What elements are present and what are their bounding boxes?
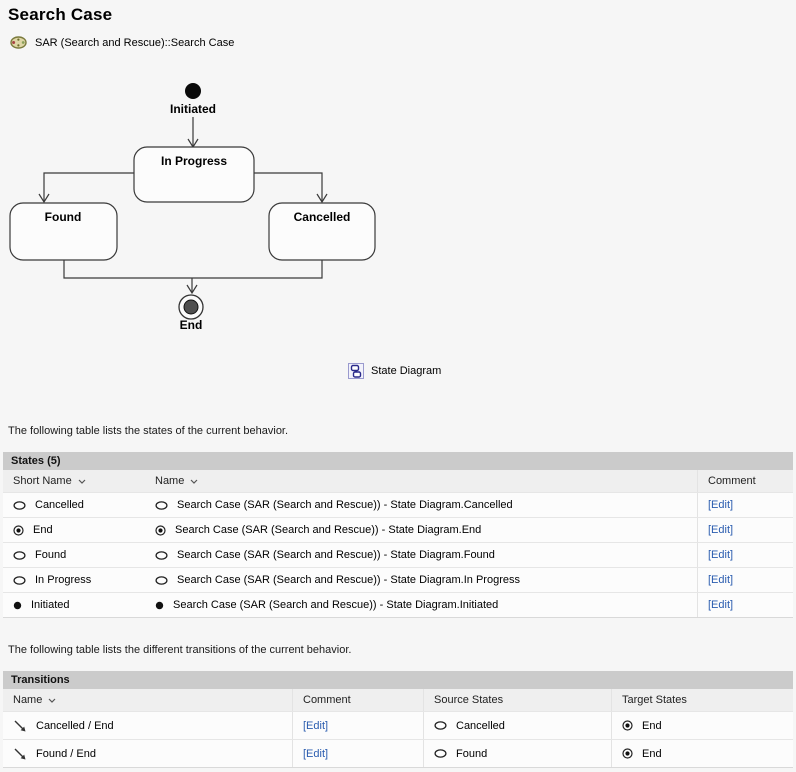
state-icon [155, 575, 168, 585]
transitions-table: Transitions Name Comment Source States T… [3, 671, 793, 768]
final-state-icon [13, 524, 24, 536]
edit-link[interactable]: [Edit] [708, 499, 734, 511]
states-table: States (5) Short Name Name Comment Cance… [3, 452, 793, 618]
state-label-in-progress: In Progress [161, 154, 227, 168]
table-row: Cancelled / End [Edit] Cancelled End [3, 711, 793, 739]
table-row: Found Search Case (SAR (Search and Rescu… [3, 542, 793, 567]
final-state-icon [622, 720, 633, 731]
final-state-icon [155, 524, 166, 536]
final-state-node-inner [183, 299, 199, 315]
state-diagram-canvas: Initiated In Progress Found Cancelled En… [9, 83, 376, 332]
edit-link[interactable]: [Edit] [708, 574, 734, 586]
transition-icon [13, 719, 27, 733]
sort-down-icon [48, 698, 56, 703]
edit-link[interactable]: [Edit] [303, 719, 329, 732]
initial-state-icon [13, 601, 22, 610]
transition-line [63, 260, 323, 295]
state-icon [434, 721, 447, 730]
edit-link[interactable]: [Edit] [708, 599, 734, 611]
state-label-cancelled: Cancelled [294, 210, 351, 224]
transitions-intro-text: The following table lists the different … [8, 644, 352, 656]
table-row: End Search Case (SAR (Search and Rescue)… [3, 517, 793, 542]
sort-down-icon [78, 479, 86, 484]
column-header-short-name[interactable]: Short Name [3, 470, 145, 492]
state-icon [13, 550, 26, 560]
state-node-in-progress [133, 146, 255, 203]
edit-link[interactable]: [Edit] [708, 524, 734, 536]
states-table-title: States (5) [3, 452, 793, 470]
transitions-table-title: Transitions [3, 671, 793, 689]
states-intro-text: The following table lists the states of … [8, 425, 289, 437]
sort-down-icon [190, 479, 198, 484]
state-icon [13, 575, 26, 585]
state-icon [13, 500, 26, 510]
context-label: SAR (Search and Rescue)::Search Case [35, 36, 235, 49]
states-table-header: Short Name Name Comment [3, 470, 793, 492]
transition-line [254, 172, 328, 204]
final-state-icon [622, 748, 633, 759]
table-row: In Progress Search Case (SAR (Search and… [3, 567, 793, 592]
state-diagram-caption[interactable]: State Diagram [348, 363, 441, 379]
edit-link[interactable]: [Edit] [708, 549, 734, 561]
initial-state-node [185, 83, 201, 99]
state-icon [155, 550, 168, 560]
state-label-found: Found [45, 210, 82, 224]
table-row: Cancelled Search Case (SAR (Search and R… [3, 492, 793, 517]
final-state-label: End [180, 318, 203, 332]
page-title: Search Case [8, 5, 113, 24]
breadcrumb: SAR (Search and Rescue)::Search Case [10, 36, 234, 49]
diagram-caption-label: State Diagram [371, 365, 442, 377]
edit-link[interactable]: [Edit] [303, 747, 329, 760]
column-header-source-states: Source States [423, 689, 611, 711]
state-icon [434, 749, 447, 758]
column-header-comment: Comment [697, 470, 793, 492]
column-header-comment: Comment [292, 689, 423, 711]
transition-line [187, 117, 199, 149]
initial-state-label: Initiated [170, 102, 216, 116]
table-row: Initiated Search Case (SAR (Search and R… [3, 592, 793, 617]
transition-line [38, 172, 134, 204]
initial-state-icon [155, 601, 164, 610]
table-row: Found / End [Edit] Found End [3, 739, 793, 767]
column-header-target-states: Target States [611, 689, 793, 711]
state-icon [155, 500, 168, 510]
state-diagram-icon [348, 363, 364, 379]
transition-icon [13, 747, 27, 761]
column-header-name[interactable]: Name [3, 689, 292, 711]
use-case-icon [10, 36, 27, 49]
column-header-name[interactable]: Name [145, 470, 697, 492]
transitions-table-header: Name Comment Source States Target States [3, 689, 793, 711]
